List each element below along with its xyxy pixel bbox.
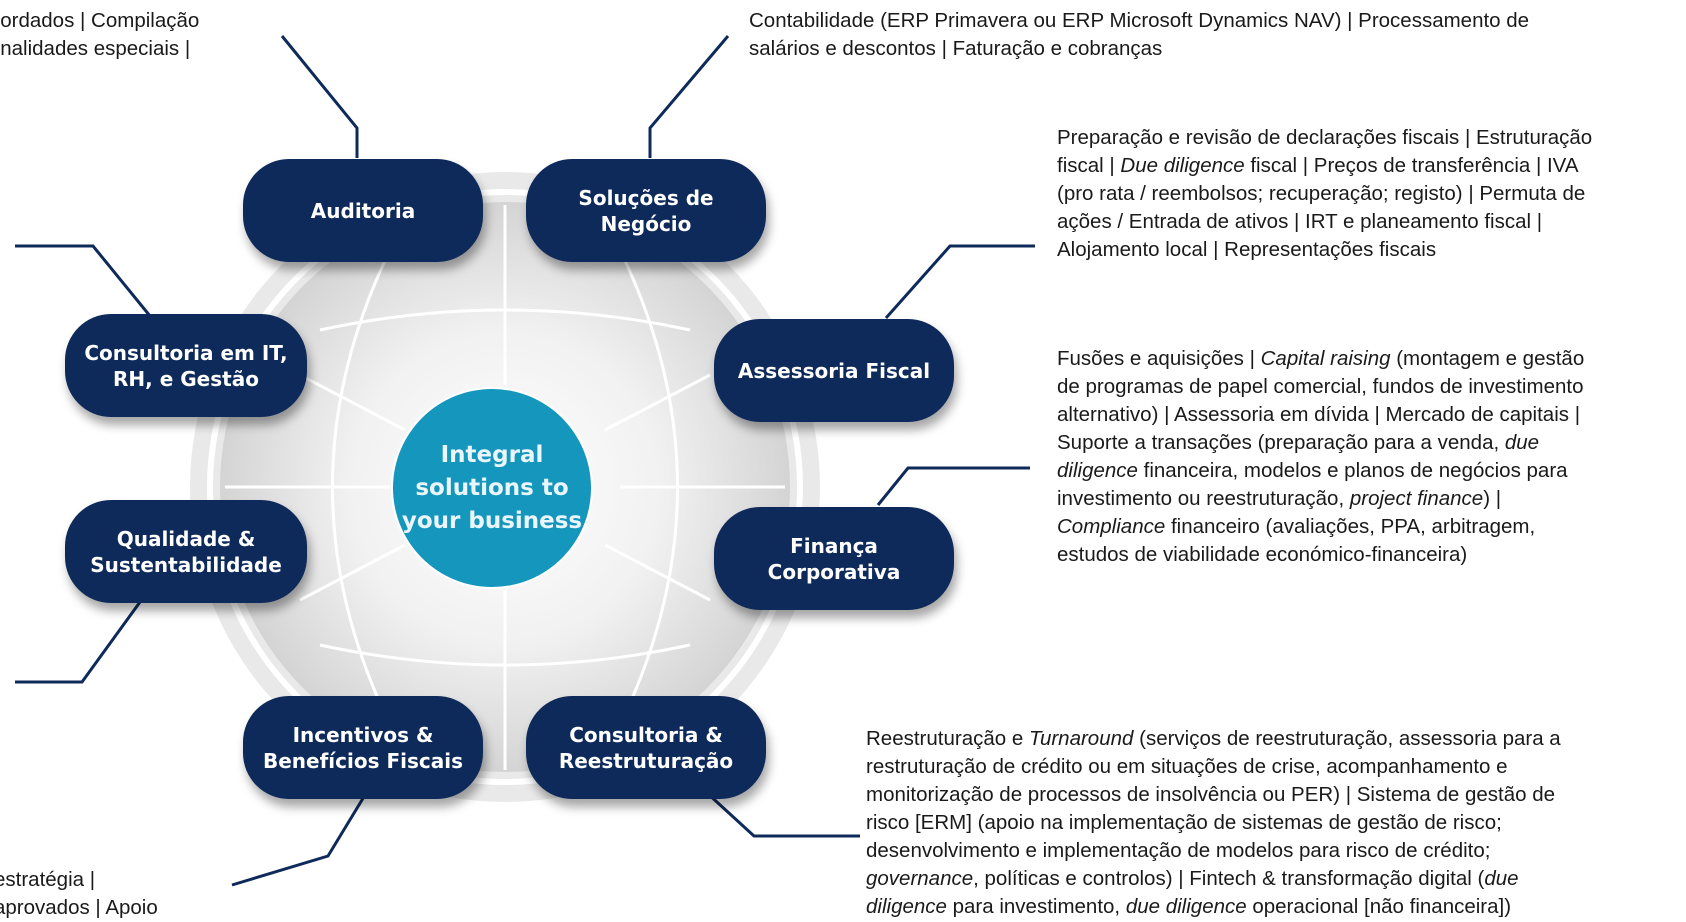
- description-line: fiscal | Due diligence fiscal | Preços d…: [1057, 154, 1579, 177]
- description-line: Suporte a transações (preparação para a …: [1057, 431, 1540, 454]
- description-line: Fusões e aquisições | Capital raising (m…: [1057, 347, 1585, 370]
- pill-solucoes-negocio[interactable]: Soluções de Negócio: [526, 159, 766, 262]
- pill-financa-corporativa[interactable]: Finança Corporativa: [714, 507, 954, 610]
- connector-reestruturacao: [704, 790, 860, 838]
- ring-separator: [207, 189, 803, 785]
- description-line: Reestruturação e Turnaround (serviços de…: [866, 727, 1561, 750]
- description-line: estratégia |: [0, 868, 96, 891]
- description-line: salários e descontos | Faturação e cobra…: [749, 37, 1163, 60]
- pill-consultoria-reestruturacao[interactable]: Consultoria & Reestruturação: [526, 696, 766, 799]
- description-line: ações / Entrada de ativos | IRT e planea…: [1057, 210, 1543, 233]
- pill-qualidade-sustentabilidade[interactable]: Qualidade & Sustentabilidade: [65, 500, 307, 603]
- connector-solucoes: [648, 35, 730, 158]
- connector-qualidade: [15, 601, 142, 684]
- desc-auditoria: cordados | Compilação finalidades especia…: [0, 7, 199, 63]
- desc-incentivos-beneficios: estratégia | aprovados | Apoio: [0, 866, 158, 922]
- hub-circle: Integral solutions to your business: [393, 389, 591, 587]
- connector-fiscal: [884, 244, 1035, 319]
- desc-solucoes-negocio: Contabilidade (ERP Primavera ou ERP Micr…: [749, 7, 1529, 63]
- description-line: desenvolvimento e implementação de model…: [866, 839, 1491, 862]
- desc-assessoria-fiscal: Preparação e revisão de declarações fisc…: [1057, 124, 1592, 264]
- description-line: diligence para investimento, due diligen…: [866, 895, 1512, 918]
- connector-financa: [876, 466, 1030, 506]
- description-line: Preparação e revisão de declarações fisc…: [1057, 126, 1593, 149]
- globe-grid: [225, 205, 785, 770]
- pill-incentivos-beneficios[interactable]: Incentivos & Benefícios Fiscais: [243, 696, 483, 799]
- description-line: risco [ERM] (apoio na implementação de s…: [866, 811, 1502, 834]
- description-line: monitorização de processos de insolvênci…: [866, 783, 1556, 806]
- description-line: cordados | Compilação: [0, 9, 200, 32]
- connector-auditoria: [280, 35, 359, 158]
- connector-it: [15, 244, 152, 317]
- description-line: restruturação de crédito ou em situações…: [866, 755, 1508, 778]
- description-line: Compliance financeiro (avaliações, PPA, …: [1057, 515, 1536, 538]
- pill-auditoria[interactable]: Auditoria: [243, 159, 483, 262]
- description-line: finalidades especiais |: [0, 37, 191, 60]
- description-line: de programas de papel comercial, fundos …: [1057, 375, 1584, 398]
- description-line: Contabilidade (ERP Primavera ou ERP Micr…: [749, 9, 1530, 32]
- description-line: alternativo) | Assessoria em dívida | Me…: [1057, 403, 1581, 426]
- description-line: aprovados | Apoio: [0, 896, 158, 919]
- desc-financa-corporativa: Fusões e aquisições | Capital raising (m…: [1057, 345, 1584, 569]
- description-line: diligence financeira, modelos e planos d…: [1057, 459, 1568, 482]
- description-line: (pro rata / reembolsos; recuperação; reg…: [1057, 182, 1586, 205]
- description-line: Alojamento local | Representações fiscai…: [1057, 238, 1437, 261]
- description-line: estudos de viabilidade económico-finance…: [1057, 543, 1468, 566]
- pill-assessoria-fiscal[interactable]: Assessoria Fiscal: [714, 319, 954, 422]
- desc-consultoria-reestruturacao: Reestruturação e Turnaround (serviços de…: [866, 725, 1561, 921]
- description-line: governance, políticas e controlos) | Fin…: [866, 867, 1519, 890]
- connector-incentivos: [231, 794, 367, 887]
- description-line: investimento ou reestruturação, project …: [1057, 487, 1502, 510]
- pill-consultoria-it-rh[interactable]: Consultoria em IT, RH, e Gestão: [65, 314, 307, 417]
